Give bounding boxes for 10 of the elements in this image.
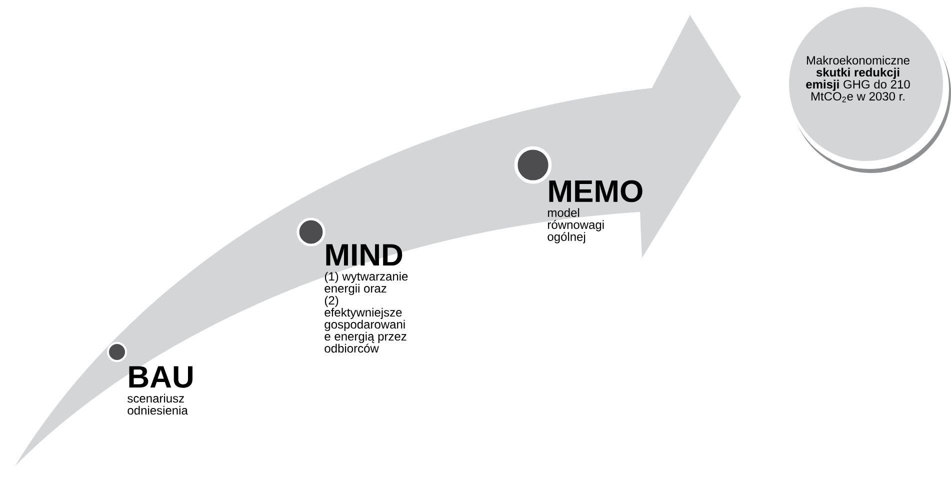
milestone: BAU scenariusz odniesienia — [107, 342, 192, 415]
node-label: scenariusz odniesienia — [128, 394, 188, 415]
node-label: MEMO — [549, 180, 642, 202]
node-label: (1) wytwarzanie energii oraz — [324, 272, 408, 296]
milestone: MIND (1) wytwarzanie energii oraz (2) efektywniejsze gospodarowani e energią przez odbiorców — [296, 218, 408, 353]
node-label: BAU — [129, 366, 192, 388]
milestone: MEMO model równowagi ogólnej — [514, 146, 642, 244]
node-label: model równowagi ogólnej — [548, 208, 604, 244]
node-label: (2) efektywniejsze gospodarowani e energią przez odbiorców — [324, 296, 406, 353]
node-label: MIND — [326, 244, 402, 266]
